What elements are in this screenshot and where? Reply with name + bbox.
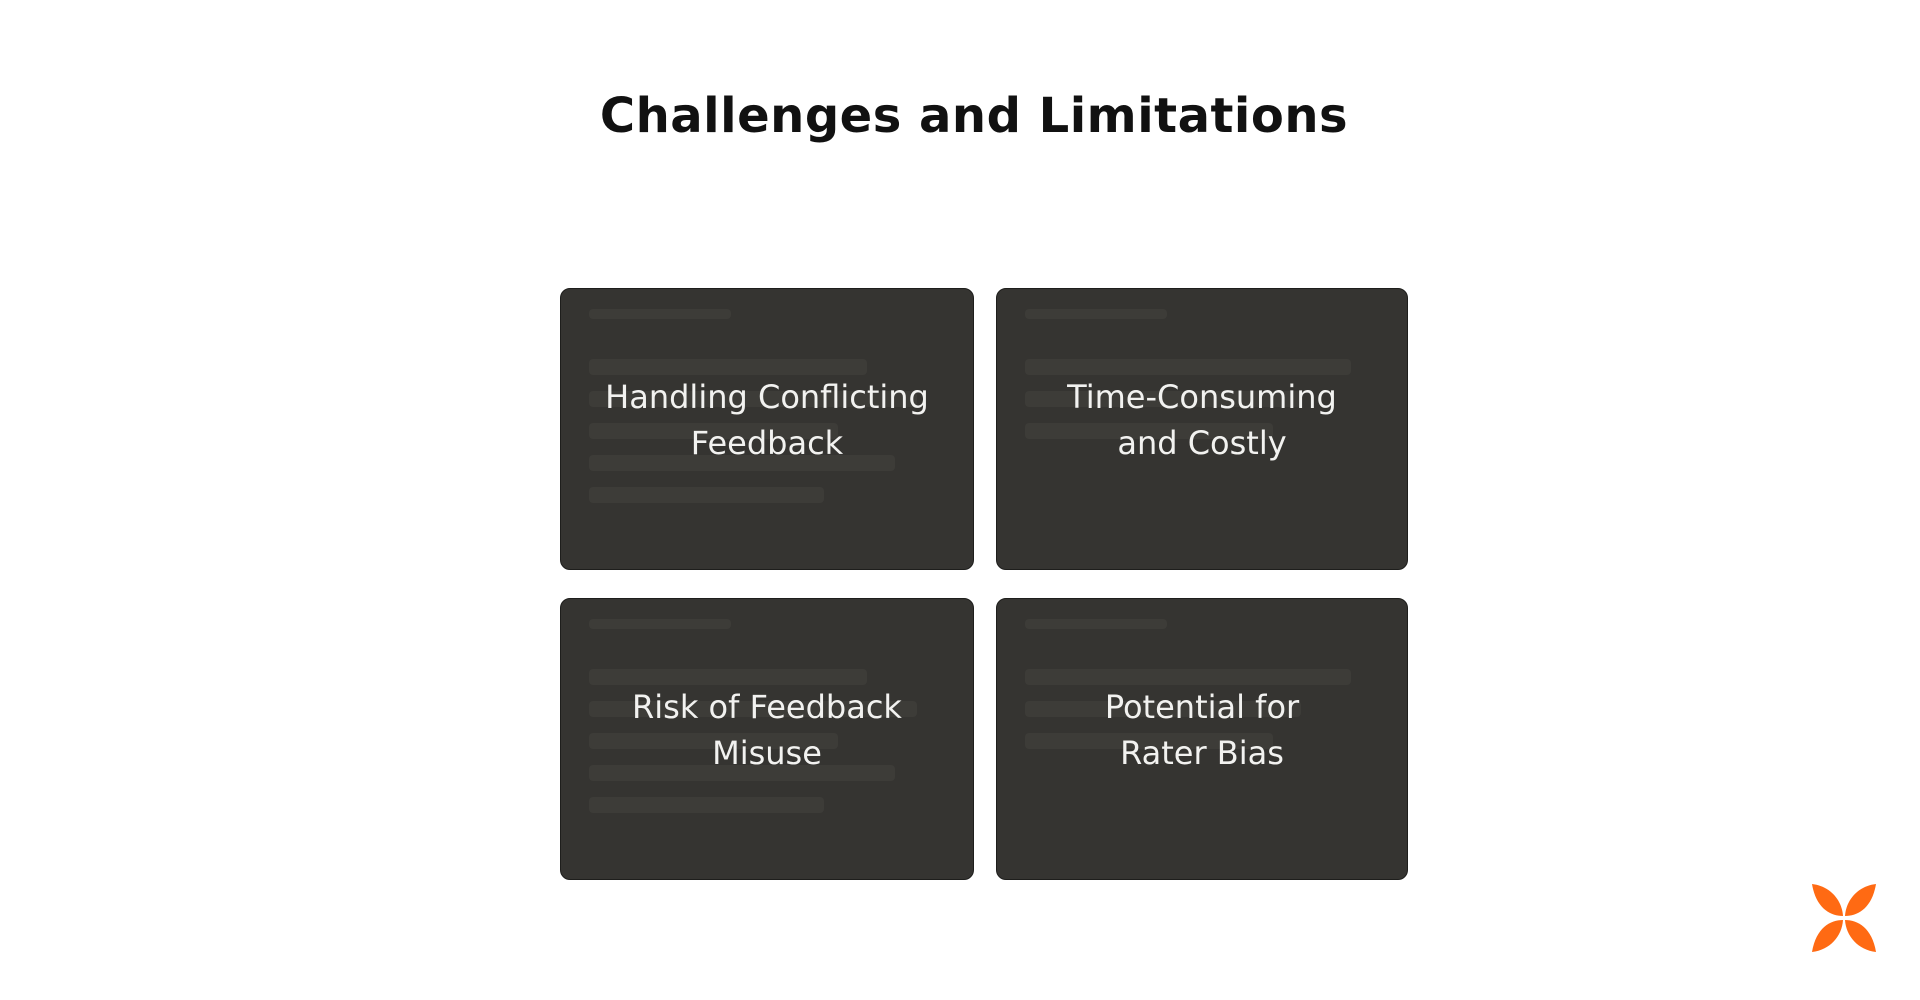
card-background-texture [589,619,945,829]
card-label: Time-Consuming and Costly [1067,377,1337,462]
card-risk-of-feedback-misuse[interactable]: Risk of Feedback Misuse [560,598,974,880]
card-background-texture [1025,619,1379,765]
card-background-texture [1025,309,1379,455]
card-handling-conflicting-feedback[interactable]: Handling Conflicting Feedback [560,288,974,570]
page-title: Challenges and Limitations [599,88,1349,144]
card-label: Risk of Feedback Misuse [632,687,902,772]
orange-butterfly-logo-icon [1812,884,1876,952]
card-potential-for-rater-bias[interactable]: Potential for Rater Bias [996,598,1408,880]
card-background-texture [589,309,945,519]
card-label: Potential for Rater Bias [1104,687,1300,772]
card-label: Handling Conflicting Feedback [605,377,929,462]
card-time-consuming-and-costly[interactable]: Time-Consuming and Costly [996,288,1408,570]
